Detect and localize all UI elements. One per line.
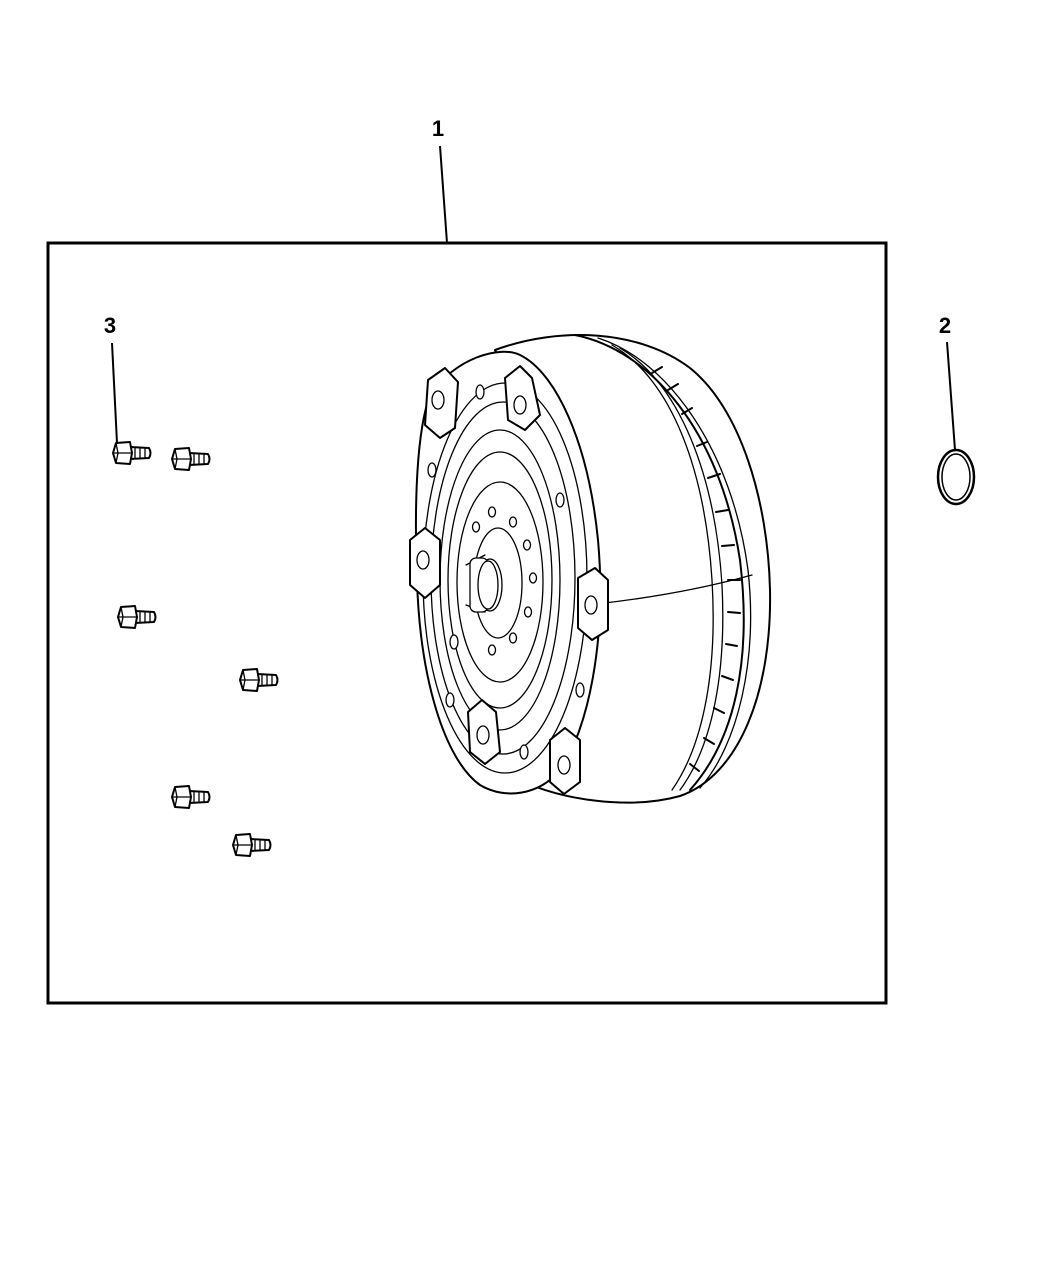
callout-1[interactable]: 1 xyxy=(432,116,448,244)
callout-3-label: 3 xyxy=(104,313,116,338)
callout-2[interactable]: 2 xyxy=(939,313,956,451)
leader-line-3 xyxy=(111,342,118,444)
bolt[interactable] xyxy=(239,668,279,692)
bolt[interactable] xyxy=(171,447,211,471)
mounting-lugs xyxy=(409,365,609,795)
bolt[interactable] xyxy=(232,833,272,857)
o-ring[interactable] xyxy=(936,448,976,506)
pump-slots xyxy=(651,366,741,772)
bolt[interactable] xyxy=(112,441,152,465)
hub-bolt-holes xyxy=(471,506,538,656)
torque-converter[interactable] xyxy=(409,334,772,804)
kit-boundary-box xyxy=(46,241,888,1005)
bolt[interactable] xyxy=(117,605,157,629)
callout-3[interactable]: 3 xyxy=(104,313,118,444)
callout-1-label: 1 xyxy=(432,116,444,141)
bolts xyxy=(112,441,279,857)
cover-holes xyxy=(427,384,585,760)
leader-line-1 xyxy=(439,145,448,244)
leader-line-2 xyxy=(946,341,956,451)
callout-2-label: 2 xyxy=(939,313,951,338)
bolt[interactable] xyxy=(171,785,211,809)
